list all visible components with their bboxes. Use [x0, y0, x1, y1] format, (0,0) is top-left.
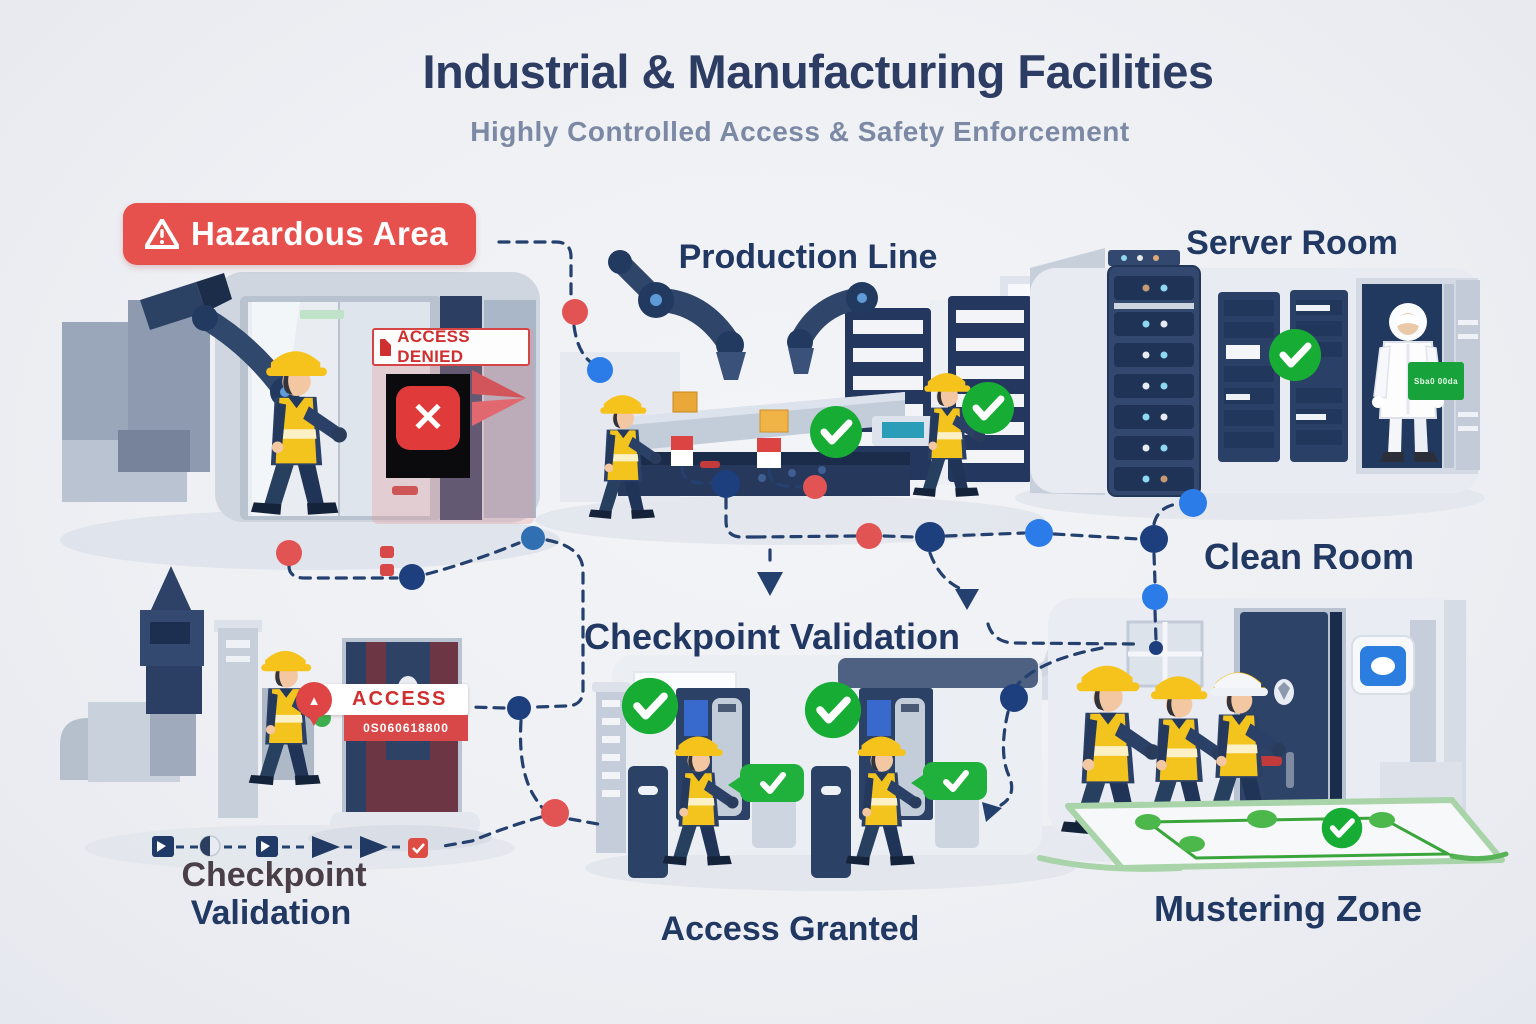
page-title: Industrial & Manufacturing Facilities	[422, 45, 1214, 98]
inspection-tag	[671, 436, 781, 468]
location-pin-icon: ▲	[296, 682, 332, 726]
stop-check-icon	[408, 838, 428, 858]
warning-triangle-icon	[145, 219, 179, 249]
clean-room-label: Clean Room	[1203, 536, 1415, 577]
alert-doc-icon	[380, 337, 393, 356]
production-line-scene	[560, 250, 1070, 519]
flag-triangle-icon	[360, 836, 388, 858]
checkpoint-left-label-line1: Checkpoint	[181, 856, 367, 894]
tower	[140, 566, 204, 776]
access-denied-screen: ✕	[386, 374, 470, 478]
checkpoint-icon-row	[152, 835, 428, 858]
direction-arrows	[757, 572, 1002, 822]
hazardous-area-badge: Hazardous Area	[123, 203, 477, 265]
check-badge-icon	[962, 382, 1014, 434]
access-granted-label: Access Granted	[660, 910, 920, 948]
access-denied-panel: ACCESS DENIED ✕	[372, 327, 534, 524]
access-sign: ACCESS ▲ 0S060618800	[296, 682, 472, 744]
denied-arrow-icon	[472, 370, 526, 426]
mustering-zone-scene	[1037, 797, 1509, 872]
check-badge-icon	[1269, 329, 1321, 381]
checkpoint-validation-label: Checkpoint Validation	[583, 616, 961, 657]
check-badge-icon	[1322, 808, 1363, 849]
access-sign-bar: ACCESS	[322, 684, 468, 715]
robot-arm-icon	[608, 250, 746, 380]
server-room-label: Server Room	[1186, 224, 1398, 262]
mustering-zone-label: Mustering Zone	[1154, 888, 1422, 929]
server-room-scene	[1030, 248, 1480, 497]
flag-doc-icon	[256, 836, 278, 857]
check-badge-icon	[805, 682, 861, 738]
page-subtitle: Highly Controlled Access & Safety Enforc…	[470, 116, 1130, 147]
hazardous-area-label: Hazardous Area	[191, 215, 449, 252]
server-rack	[1107, 265, 1201, 497]
access-sign-code: 0S060618800	[344, 715, 468, 741]
server-room-tag: Sba0 00da	[1408, 362, 1464, 400]
access-sign-label: ACCESS	[352, 688, 448, 710]
denied-x-icon: ✕	[396, 386, 460, 450]
check-badge-icon	[622, 678, 678, 734]
checkpoint-scene	[592, 655, 1042, 878]
checkpoint-left-label-line2: Validation	[190, 894, 352, 932]
robot-arm-icon	[787, 282, 878, 374]
badge-reader	[1351, 635, 1415, 695]
connector-paths	[287, 240, 1179, 849]
access-denied-header: ACCESS DENIED	[372, 327, 530, 366]
path-node-dots	[276, 299, 1207, 827]
check-badge-icon	[810, 406, 862, 458]
production-line-label: Production Line	[678, 238, 938, 276]
flag-doc-icon	[152, 836, 174, 857]
window	[1126, 620, 1204, 688]
access-denied-label: ACCESS DENIED	[397, 327, 470, 366]
server-rack	[1290, 290, 1348, 462]
flag-triangle-icon	[312, 836, 340, 858]
server-rack	[1218, 292, 1280, 462]
